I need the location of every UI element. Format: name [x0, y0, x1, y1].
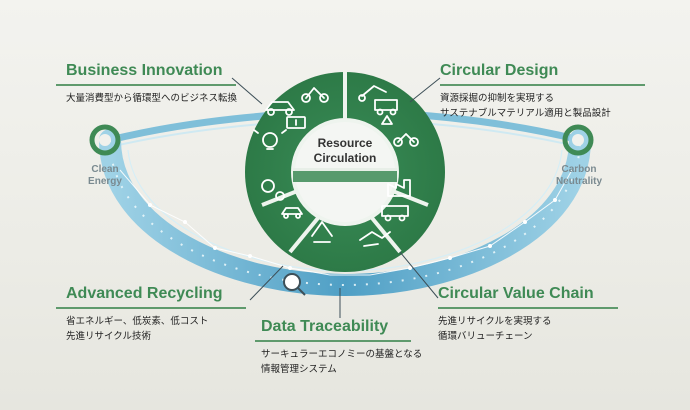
circular-design-title: Circular Design [440, 62, 559, 79]
delivery-truck-icon [381, 205, 409, 222]
handshake-icon [359, 231, 391, 247]
data-traceability-desc-line2: 情報管理システム [261, 364, 337, 375]
leader-valuechain [399, 251, 439, 299]
data-traceability-rule [255, 340, 411, 342]
circular-value-chain-title: Circular Value Chain [438, 285, 594, 302]
carbon-neutrality-line1: Carbon [561, 164, 597, 175]
circular-value-chain-desc-line2: 循環バリューチェーン [438, 331, 533, 342]
business-innovation-desc: 大量消費型から循環型へのビジネス転換 [66, 91, 238, 106]
resource-circulation-hub [245, 72, 445, 272]
circular-value-chain-desc-line1: 先進リサイクルを実現する [438, 316, 552, 327]
business-innovation-block: Business Innovation 大量消費型から循環型へのビジネス転換 [56, 62, 238, 106]
hub-title-line2: Circulation [313, 151, 377, 165]
advanced-recycling-title: Advanced Recycling [66, 285, 223, 302]
carbon-neutrality-node [562, 124, 594, 156]
circular-design-desc-line2: サステナブルマテリアル適用と製品設計 [440, 108, 611, 119]
circular-value-chain-block: Circular Value Chain 先進リサイクルを実現する 循環バリュー… [438, 285, 618, 344]
gears-icon [261, 179, 285, 201]
circular-design-desc: 資源採掘の抑制を実現する サステナブルマテリアル適用と製品設計 [440, 91, 645, 121]
carbon-neutrality-label: Carbon Neutrality [543, 164, 615, 188]
clean-energy-line2: Energy [88, 176, 122, 187]
truck-icon [374, 99, 398, 116]
circular-design-rule [440, 84, 645, 86]
advanced-recycling-desc-line1: 省エネルギー、低炭素、低コスト [66, 316, 209, 327]
factory-icon [387, 179, 411, 197]
hub-title-line1: Resource [317, 136, 373, 150]
data-traceability-title: Data Traceability [261, 318, 389, 335]
money-icon [286, 116, 306, 129]
advanced-recycling-block: Advanced Recycling 省エネルギー、低炭素、低コスト 先進リサイ… [56, 285, 246, 344]
clean-energy-label: Clean Energy [70, 164, 140, 188]
orbit-ring-front [99, 129, 591, 297]
circular-design-desc-line1: 資源採掘の抑制を実現する [440, 93, 555, 104]
scooter-icon [301, 87, 329, 103]
circular-design-block: Circular Design 資源採掘の抑制を実現する サステナブルマテリアル… [440, 62, 645, 121]
car-small-icon [281, 207, 303, 219]
bulb-icon [253, 129, 287, 150]
data-traceability-block: Data Traceability サーキュラーエコノミーの基盤となる 情報管理… [255, 318, 423, 377]
leader-design [409, 77, 441, 103]
recycle-small-icon [381, 115, 393, 125]
clean-energy-node [89, 124, 121, 156]
hub-title: Resource Circulation [295, 136, 395, 166]
advanced-recycling-rule [56, 307, 246, 309]
leader-recycling [249, 265, 284, 301]
business-innovation-rule [56, 84, 236, 86]
magnifier-icon [283, 273, 306, 296]
motorcycle-icon [393, 133, 419, 147]
recycle-icon [311, 221, 333, 243]
circular-value-chain-rule [438, 307, 618, 309]
leader-business [231, 77, 263, 105]
car-icon [265, 101, 295, 116]
circular-value-chain-desc: 先進リサイクルを実現する 循環バリューチェーン [438, 314, 618, 344]
robot-arm-icon [358, 85, 387, 102]
clean-energy-line1: Clean [91, 164, 119, 175]
data-traceability-desc: サーキュラーエコノミーの基盤となる 情報管理システム [261, 347, 423, 377]
data-traceability-desc-line1: サーキュラーエコノミーの基盤となる [261, 349, 423, 360]
carbon-neutrality-line2: Neutrality [555, 176, 603, 187]
business-innovation-desc-line1: 大量消費型から循環型へのビジネス転換 [66, 93, 238, 104]
business-innovation-title: Business Innovation [66, 62, 223, 79]
advanced-recycling-desc: 省エネルギー、低炭素、低コスト 先進リサイクル技術 [66, 314, 246, 344]
advanced-recycling-desc-line2: 先進リサイクル技術 [66, 331, 152, 342]
